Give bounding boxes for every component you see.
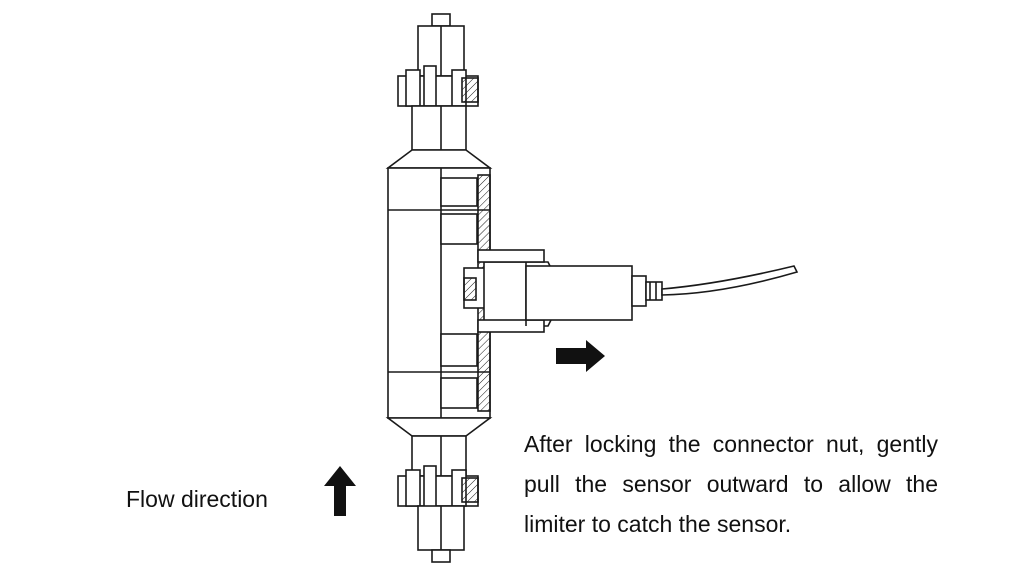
instruction-line-2: pull the sensor outward to allow the <box>524 471 938 497</box>
instruction-line-3: limiter to catch the sensor. <box>524 511 792 537</box>
instruction-line-1: After locking the connector nut, gently <box>524 431 938 457</box>
instruction-text: After locking the connector nut, gently … <box>524 424 938 544</box>
flow-pipe-body <box>385 13 493 563</box>
arrow-right-icon <box>556 340 605 372</box>
flow-direction-label: Flow direction <box>126 486 268 512</box>
arrow-up-icon <box>324 466 356 516</box>
sensor-assembly <box>463 249 663 333</box>
sensor-cable <box>661 265 799 296</box>
